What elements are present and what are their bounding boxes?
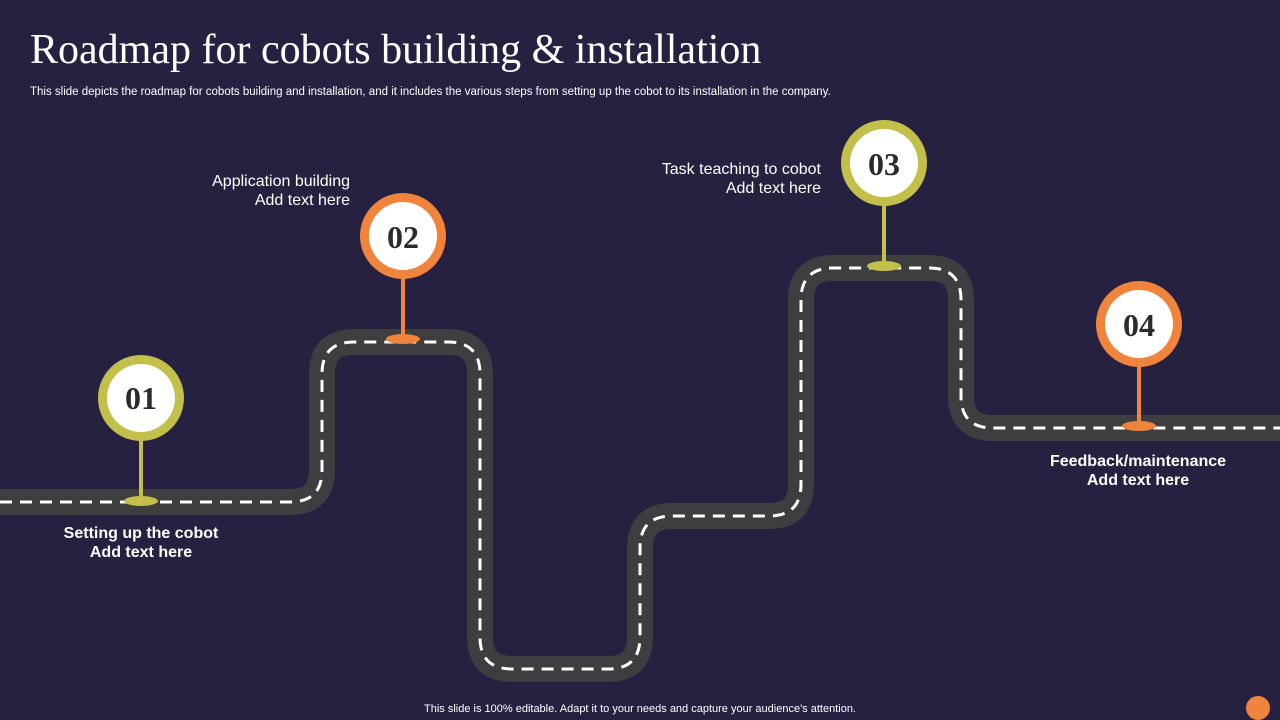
milestone-number-02: 02 (387, 219, 419, 255)
step-text-01: Add text here (89, 544, 193, 561)
step-title-04: Feedback/maintenance (1049, 453, 1227, 470)
step-label-04: Feedback/maintenance Add text here (1050, 452, 1226, 490)
step-text-02: Add text here (254, 192, 350, 209)
footer-note: This slide is 100% editable. Adapt it to… (424, 703, 856, 715)
step-label-02: Application building Add text here (212, 172, 350, 210)
step-title-02: Application building (212, 173, 350, 190)
milestone-number-01: 01 (125, 380, 157, 416)
milestone-pin-04: 04 (1096, 281, 1182, 431)
step-text-03: Add text here (725, 180, 821, 197)
slide-subtitle: This slide depicts the roadmap for cobot… (30, 86, 831, 98)
road-center-dashes (0, 266, 1280, 671)
slide-title: Roadmap for cobots building & installati… (30, 27, 762, 73)
milestone-number-03: 03 (868, 146, 900, 182)
milestone-pin-02: 02 (360, 193, 446, 344)
step-title-03: Task teaching to cobot (661, 161, 821, 178)
milestone-pin-01: 01 (98, 355, 184, 506)
milestone-pin-03: 03 (841, 120, 927, 271)
step-title-01: Setting up the cobot (63, 525, 219, 542)
corner-dot-decoration (1246, 696, 1270, 720)
step-label-01: Setting up the cobot Add text here (64, 524, 219, 562)
step-label-03: Task teaching to cobot Add text here (662, 160, 821, 198)
step-text-04: Add text here (1086, 472, 1190, 489)
milestone-number-04: 04 (1123, 307, 1155, 343)
